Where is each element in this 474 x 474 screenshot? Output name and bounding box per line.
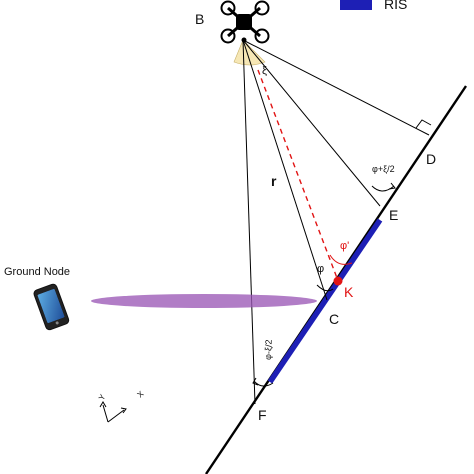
beam-sector — [233, 39, 266, 66]
label-k: K — [344, 284, 354, 300]
label-d: D — [426, 151, 436, 167]
label-f: F — [258, 407, 267, 423]
legend-ris-label: RIS — [384, 0, 407, 12]
ray-b-to-e — [242, 39, 381, 207]
ground-coverage-ellipse — [91, 294, 317, 308]
label-phi: φ — [317, 263, 324, 275]
label-e: E — [389, 207, 398, 223]
right-angle-marker — [415, 119, 432, 129]
angle-arc-phi — [316, 284, 334, 292]
angle-arrow-phi-minus — [252, 377, 259, 386]
angle-arc-phi-prime — [329, 254, 353, 265]
dashed-ray-b-to-k — [257, 69, 338, 279]
label-c: C — [329, 311, 339, 327]
label-b: B — [195, 11, 204, 27]
legend-ris-swatch — [340, 0, 372, 10]
ray-b-to-d — [242, 39, 430, 136]
ray-b-to-f — [242, 39, 256, 405]
point-k — [333, 276, 343, 286]
label-phi-prime: φ' — [340, 240, 349, 252]
ris-segment — [267, 218, 383, 384]
label-phi-minus: φ-ξ/2 — [263, 339, 274, 360]
ray-b-to-c — [242, 39, 328, 301]
angle-arc-phi-plus — [371, 185, 395, 192]
angle-arrow-phi-plus — [388, 182, 396, 190]
label-xi: ξ — [262, 65, 267, 77]
label-phi-plus: φ+ξ/2 — [372, 164, 395, 174]
label-r: r — [271, 173, 277, 189]
ground-node-label: Ground Node — [4, 266, 70, 278]
axes-indicator: Y X — [97, 389, 146, 423]
quadcopter-drone-icon — [220, 0, 270, 44]
angle-arc-phi-minus — [253, 380, 274, 387]
smartphone-icon — [33, 283, 70, 331]
axis-x-label: X — [136, 389, 146, 400]
axis-y-label: Y — [97, 392, 108, 402]
